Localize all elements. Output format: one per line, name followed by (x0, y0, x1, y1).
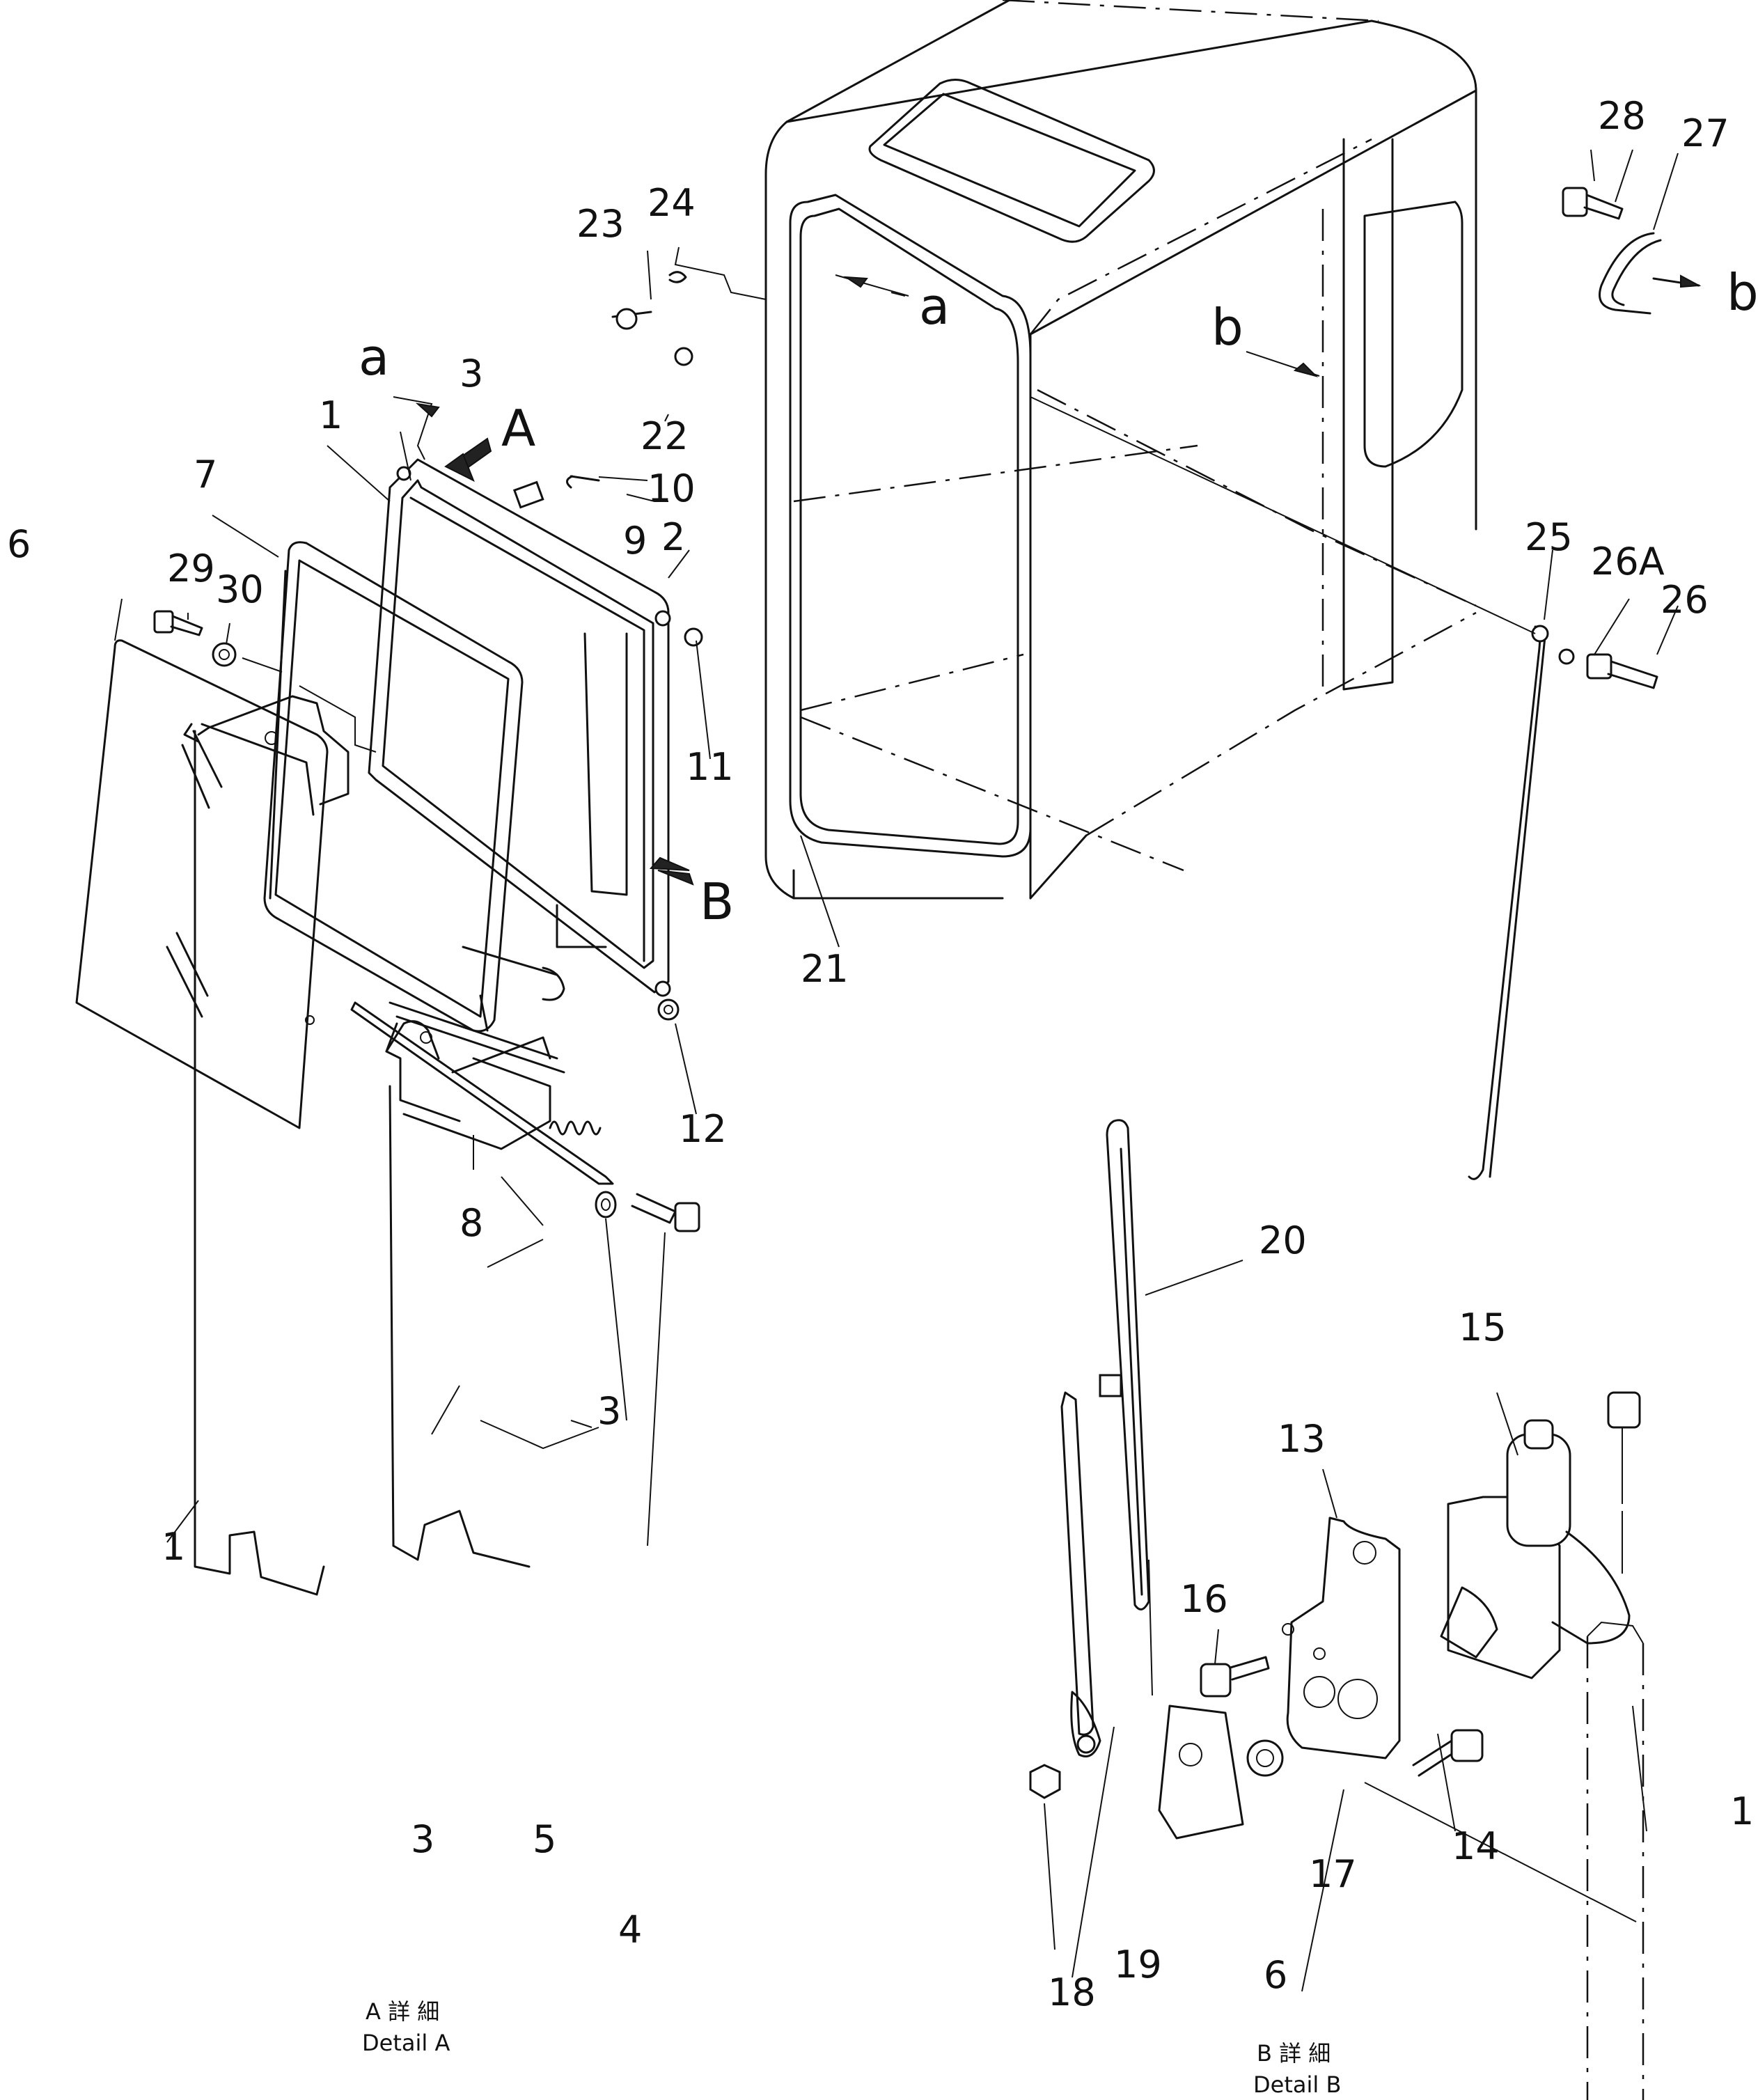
cab-body (764, 0, 1477, 900)
detail-a-caption-en: Detail A (362, 2030, 450, 2056)
callout-11: 11 (686, 745, 734, 789)
detail-b-callout-20: 20 (1259, 1219, 1307, 1262)
detail-b-callout-6: 6 (1264, 1953, 1287, 1997)
hardware-clip (1562, 187, 1700, 315)
detail-a-callout-3-bottom: 3 (411, 1817, 434, 1861)
detail-b-callout-16: 16 (1180, 1577, 1228, 1621)
callout-8: 8 (460, 1201, 483, 1245)
callout-7: 7 (194, 453, 217, 496)
callout-30: 30 (216, 567, 264, 611)
detail-a-callout-5: 5 (533, 1817, 556, 1861)
stay-rod (1468, 625, 1658, 1180)
detail-b-caption-jp: B 詳 細 (1257, 2040, 1331, 2067)
callout-26: 26 (1661, 578, 1709, 622)
detail-captions: A 詳 細 Detail A B 詳 細 Detail B (362, 1998, 1341, 2098)
detail-b-callout-15: 15 (1459, 1306, 1507, 1349)
view-arrows (415, 274, 1702, 886)
glass-panel (75, 639, 329, 1129)
callout-6: 6 (7, 522, 31, 566)
callout-labels: 1 2 3 6 7 8 9 10 11 12 21 22 23 24 25 26… (7, 94, 1758, 2014)
detail-a-callout-1: 1 (162, 1525, 185, 1569)
callout-12: 12 (679, 1107, 727, 1151)
callout-2: 2 (661, 515, 685, 559)
hardware-upper (153, 271, 703, 1021)
detail-b-callout-18: 18 (1048, 1970, 1096, 2014)
callout-25: 25 (1525, 515, 1573, 559)
view-line-a-label-2: a (359, 328, 389, 386)
detail-b-caption-en: Detail B (1253, 2071, 1341, 2098)
callout-26a: 26A (1591, 540, 1665, 583)
callout-1: 1 (319, 393, 343, 437)
callout-28: 28 (1598, 94, 1646, 138)
callout-3: 3 (460, 352, 483, 395)
detail-b-callout-19: 19 (1114, 1943, 1162, 1987)
callout-23: 23 (576, 202, 625, 246)
detail-b-callout-13: 13 (1278, 1417, 1326, 1461)
detail-b-callout-1: 1 (1730, 1789, 1754, 1833)
detail-a-caption-jp: A 詳 細 (366, 1998, 439, 2025)
rubber-strip (350, 1001, 614, 1185)
view-line-a-label: a (919, 277, 950, 336)
callout-10: 10 (648, 467, 696, 510)
detail-a-arrow-label: A (501, 399, 535, 457)
door-frame (368, 458, 671, 997)
detail-b-assembly (1029, 1119, 1647, 2100)
callout-9: 9 (623, 519, 647, 563)
callout-29: 29 (167, 547, 215, 590)
view-line-b-label: b (1211, 298, 1243, 356)
detail-b-callout-17: 17 (1309, 1852, 1357, 1896)
detail-b-callout-14: 14 (1452, 1824, 1500, 1868)
callout-22: 22 (641, 414, 689, 458)
detail-b-arrow-label: B (700, 872, 734, 931)
callout-27: 27 (1681, 111, 1729, 155)
leader-lines-upper (114, 149, 1679, 1170)
detail-a-callout-4: 4 (618, 1908, 642, 1952)
weatherstrip-seal (263, 541, 524, 1033)
callout-24: 24 (648, 181, 696, 225)
detail-a-callout-3-top: 3 (597, 1389, 621, 1433)
detail-a-assembly (166, 695, 700, 1596)
view-line-b-label-2: b (1727, 263, 1758, 322)
callout-21: 21 (801, 947, 849, 991)
